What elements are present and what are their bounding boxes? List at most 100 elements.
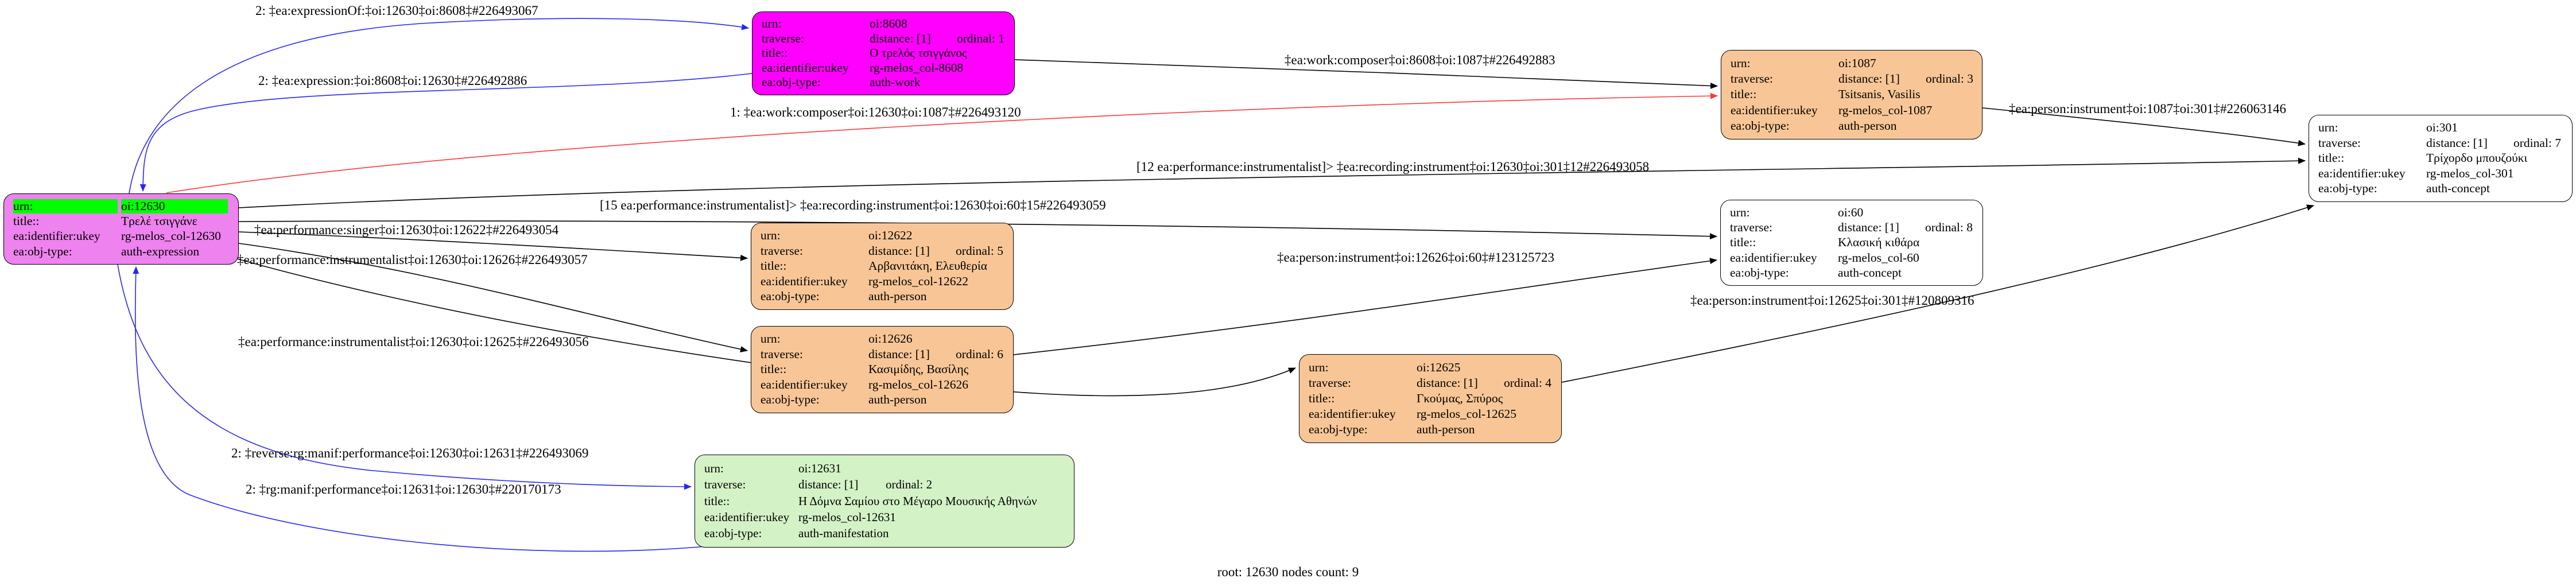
field-value: Ο τρελός τσιγγάνος (870, 46, 967, 60)
graph-footer: root: 12630 nodes count: 9 (1217, 565, 1359, 579)
node-field-row: ea:obj-type: auth-expression (13, 245, 234, 259)
node-field-row: title::Ο τρελός τσιγγάνος (762, 46, 1010, 60)
edge-label: 2: ‡ea:expressionOf:‡oi:12630‡oi:8608‡#2… (255, 3, 538, 18)
node-field-row: urn:oi:12626 (761, 332, 1008, 346)
field-value: distance: [1] (868, 347, 930, 361)
edge-expression (139, 73, 752, 192)
field-value: Τρελέ τσιγγάνε (121, 214, 197, 228)
edge-label: 2: ‡rg:manif:performance‡oi:12631‡oi:126… (246, 482, 561, 496)
field-key: ea:obj-type: (13, 244, 72, 258)
field-key: ea:identifier:ukey (1730, 250, 1817, 265)
node-field-row: ea:obj-type:auth-work (762, 75, 1010, 90)
edge-label: ‡ea:performance:instrumentalist‡oi:12630… (238, 335, 589, 349)
field-value: oi:60 (1838, 205, 1864, 219)
node-field-row: title::Η Δόμνα Σαμίου στο Μέγαρο Μουσική… (704, 494, 1069, 509)
field-value: distance: [1] (1838, 72, 1900, 86)
node-field-row: ea:obj-type:auth-person (761, 289, 1008, 304)
field-key: ea:identifier:ukey (1309, 406, 1396, 421)
field-key: ea:identifier:ukey (1731, 103, 1818, 117)
field-key: title:: (1309, 391, 1335, 405)
node-field-row: urn:oi:12622 (761, 228, 1008, 243)
edge-label: 2: ‡reverse:rg:manif:performance‡oi:1263… (231, 446, 589, 460)
field-key: title:: (761, 259, 787, 273)
field-key: ea:obj-type: (2318, 181, 2377, 196)
field-value: oi:301 (2426, 121, 2458, 135)
field-key: title:: (13, 214, 40, 228)
node-field-row: title::Τρίχορδο μπουζούκι (2318, 151, 2567, 165)
field-value: rg-melos_col-12622 (868, 274, 968, 288)
field-value: oi:12630 (121, 199, 228, 214)
field-value: auth-manifestation (798, 526, 889, 540)
field-value: oi:12622 (868, 228, 913, 243)
field-key: ea:obj-type: (1309, 422, 1368, 436)
node-field-row: traverse:distance: [1]ordinal: 8 (1730, 220, 1978, 235)
field-key: title:: (1730, 235, 1756, 250)
field-value: distance: [1] (870, 31, 931, 45)
node-field-row: traverse:distance: [1]ordinal: 6 (761, 347, 1008, 362)
field-value: Tsitsanis, Vasilis (1838, 87, 1921, 102)
field-value-ordinal: ordinal: 3 (1926, 72, 1973, 86)
node-field-row: title::Κλασική κιθάρα (1730, 235, 1978, 250)
field-key: urn: (1731, 56, 1751, 70)
node-field-row: title::Αρβανιτάκη, Ελευθερία (761, 259, 1008, 273)
node-field-row: urn:oi:12630 (13, 199, 234, 214)
edge-label: ‡ea:person:instrument‡oi:1087‡oi:301‡#22… (2009, 102, 2286, 116)
field-value: auth-person (1838, 118, 1897, 133)
edge-label: ‡ea:work:composer‡oi:8608‡oi:1087‡#22649… (1285, 53, 1555, 67)
field-value: auth-person (868, 393, 927, 407)
node-field-row: ea:obj-type: auth-person (761, 393, 1008, 407)
field-value: auth-concept (1838, 265, 1902, 280)
edge-recording-instrument-301 (238, 157, 2306, 208)
node-field-row: title::Κασιμίδης, Βασίλης (761, 362, 1008, 377)
node-field-row: title::Tsitsanis, Vasilis (1731, 87, 1977, 102)
field-value: distance: [1] (2426, 135, 2488, 150)
node-field-row: title::Γκούμας, Σπύρος (1309, 391, 1557, 406)
field-value: distance: [1] (1838, 220, 1899, 235)
field-value: auth-person (1417, 422, 1475, 436)
field-value: Γκούμας, Σπύρος (1417, 391, 1503, 405)
edge-label: [12 ea:performance:instrumentalist]> ‡ea… (1136, 160, 1650, 174)
edge-label: 1: ‡ea:work:composer‡oi:12630‡oi:1087‡#2… (730, 105, 1021, 119)
node-field-row: ea:obj-type:auth-concept (2318, 181, 2567, 196)
field-value: distance: [1] (798, 478, 859, 492)
edge-expressionOf (129, 18, 749, 194)
node-field-row: traverse:distance: [1]ordinal: 3 (1731, 72, 1977, 86)
field-key: traverse: (761, 347, 804, 361)
node-field-row: ea:obj-type: auth-manifestation (704, 526, 1069, 541)
edge-label: 2: ‡ea:expression:‡oi:8608‡oi:12630‡#226… (258, 73, 527, 88)
field-value-ordinal: ordinal: 8 (1925, 220, 1973, 235)
edge-performance-singer (238, 231, 748, 261)
field-value-ordinal: ordinal: 4 (1504, 375, 1551, 390)
node-field-row: urn:oi:8608 (762, 17, 1010, 31)
field-value: auth-expression (121, 244, 200, 258)
field-key: ea:identifier:ukey (13, 229, 100, 243)
field-value: Η Δόμνα Σαμίου στο Μέγαρο Μουσικής Αθηνώ… (798, 494, 1037, 508)
field-key: ea:obj-type: (761, 393, 820, 407)
field-value-ordinal: ordinal: 5 (956, 243, 1003, 258)
field-value: oi:12626 (868, 332, 913, 346)
field-value: rg-melos_col-12626 (868, 377, 968, 391)
node-field-row: urn:oi:301 (2318, 121, 2567, 135)
field-key: ea:obj-type: (704, 526, 762, 540)
edge-manif-performance (133, 266, 707, 552)
node-field-row: title::Τρελέ τσιγγάνε (13, 214, 234, 228)
field-key: title:: (1731, 87, 1757, 102)
node-field-row: traverse:distance: [1]ordinal: 1 (762, 32, 1010, 46)
field-value: Κασιμίδης, Βασίλης (868, 362, 969, 377)
field-key: title:: (761, 362, 787, 377)
field-value: distance: [1] (1417, 375, 1478, 390)
